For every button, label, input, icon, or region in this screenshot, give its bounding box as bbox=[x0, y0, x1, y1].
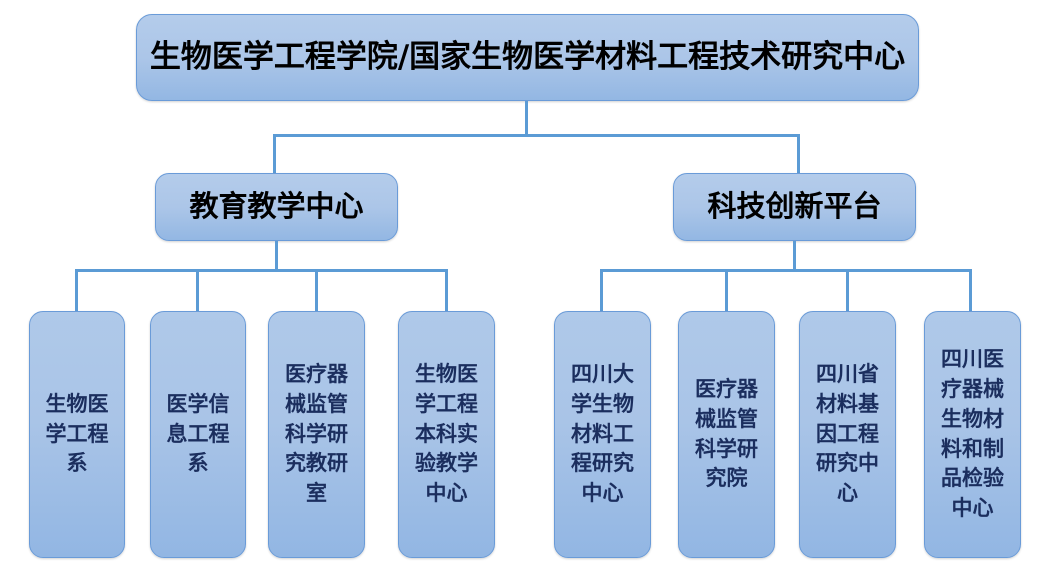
node-leaf-sichuan-device-biomaterials-product-inspection-center[interactable]: 四川医疗器械生物材料和制品检验中心 bbox=[924, 311, 1021, 558]
connector-left-leaf-4 bbox=[445, 269, 448, 313]
connector-left-leaf-bus bbox=[75, 269, 448, 272]
node-leaf-label: 生物医学工程本科实验教学中心 bbox=[415, 361, 478, 506]
connector-right-leaf-2 bbox=[725, 269, 728, 313]
connector-left-leaf-1 bbox=[75, 269, 78, 313]
node-leaf-label: 四川省材料基因工程研究中心 bbox=[816, 361, 879, 506]
connector-root-stem bbox=[525, 101, 528, 136]
connector-to-branch-right bbox=[797, 134, 800, 174]
node-branch-innovation[interactable]: 科技创新平台 bbox=[673, 173, 916, 241]
connector-left-leaf-3 bbox=[315, 269, 318, 313]
node-leaf-label: 四川医疗器械生物材料和制品检验中心 bbox=[941, 347, 1004, 521]
node-leaf-label: 四川大学生物材料工程研究中心 bbox=[571, 361, 634, 506]
connector-left-branch-stem bbox=[275, 241, 278, 271]
node-leaf-scu-biomaterials-engineering-research-center[interactable]: 四川大学生物材料工程研究中心 bbox=[554, 311, 651, 558]
node-leaf-device-regulatory-science-institute[interactable]: 医疗器械监管科学研究院 bbox=[678, 311, 775, 558]
node-leaf-device-regulatory-science-teaching-office[interactable]: 医疗器械监管科学研究教研室 bbox=[268, 311, 365, 558]
node-leaf-label: 医疗器械监管科学研究院 bbox=[695, 376, 758, 491]
connector-right-leaf-3 bbox=[846, 269, 849, 313]
connector-right-leaf-4 bbox=[969, 269, 972, 313]
connector-branch-bus bbox=[273, 134, 800, 137]
node-root-label: 生物医学工程学院/国家生物医学材料工程技术研究中心 bbox=[149, 38, 906, 75]
connector-to-branch-left bbox=[273, 134, 276, 174]
connector-left-leaf-2 bbox=[196, 269, 199, 313]
node-branch-innovation-label: 科技创新平台 bbox=[707, 189, 882, 224]
node-branch-education[interactable]: 教育教学中心 bbox=[155, 173, 398, 241]
connector-right-leaf-bus bbox=[600, 269, 971, 272]
node-root[interactable]: 生物医学工程学院/国家生物医学材料工程技术研究中心 bbox=[136, 14, 919, 101]
node-leaf-biomedical-engineering-dept[interactable]: 生物医学工程系 bbox=[29, 311, 125, 558]
node-leaf-label: 医疗器械监管科学研究教研室 bbox=[285, 361, 348, 506]
node-leaf-medical-information-engineering-dept[interactable]: 医学信息工程系 bbox=[150, 311, 246, 558]
node-leaf-label: 医学信息工程系 bbox=[166, 391, 230, 476]
connector-right-branch-stem bbox=[793, 241, 796, 271]
node-leaf-sichuan-materials-genome-engineering-research-center[interactable]: 四川省材料基因工程研究中心 bbox=[799, 311, 896, 558]
connector-right-leaf-1 bbox=[600, 269, 603, 313]
node-leaf-undergraduate-experimental-teaching-center[interactable]: 生物医学工程本科实验教学中心 bbox=[398, 311, 495, 558]
node-leaf-label: 生物医学工程系 bbox=[45, 391, 109, 476]
node-branch-education-label: 教育教学中心 bbox=[189, 189, 364, 224]
